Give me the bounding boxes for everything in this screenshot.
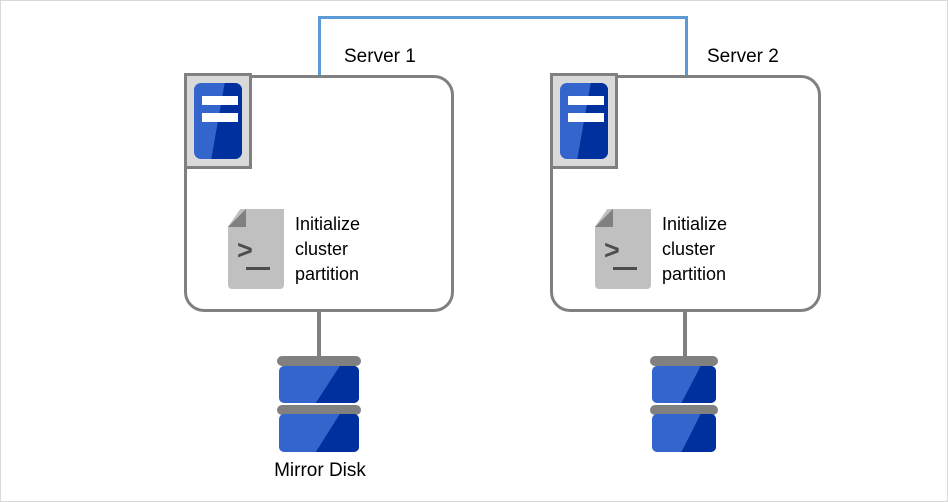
prompt-chevron-icon: > <box>604 235 620 265</box>
server-1-disk-connector <box>317 311 321 359</box>
server-2-label: Server 2 <box>707 46 779 67</box>
mirror-disk-label: Mirror Disk <box>274 460 366 481</box>
command-script-icon: > <box>595 209 651 289</box>
server-icon-slot-1 <box>568 96 604 105</box>
server-machine-icon <box>184 73 252 169</box>
prompt-cursor-icon <box>613 267 637 270</box>
disk-cap-middle <box>277 405 361 415</box>
prompt-chevron-icon: > <box>237 235 253 265</box>
prompt-cursor-icon <box>246 267 270 270</box>
disk-cap-top <box>277 356 361 366</box>
disk-platter-2 <box>279 414 359 452</box>
command-script-icon: > <box>228 209 284 289</box>
disk-platter-1 <box>652 366 716 403</box>
server-1-action-label: Initialize cluster partition <box>295 213 361 284</box>
server-icon-body <box>194 83 242 159</box>
server-machine-icon <box>550 73 618 169</box>
server-icon-slot-1 <box>202 96 238 105</box>
interconnect-vertical-line-left <box>318 16 321 76</box>
disk-cap-middle <box>650 405 718 415</box>
disk-platter-1-shade <box>315 366 359 403</box>
disk-platter-2-shade <box>315 414 359 452</box>
server-icon-slot-2 <box>568 113 604 122</box>
script-corner-fold <box>228 209 246 227</box>
server-1-label: Server 1 <box>344 46 416 67</box>
server-icon-slot-2 <box>202 113 238 122</box>
interconnect-horizontal-line <box>318 16 688 19</box>
disk-cap-top <box>650 356 718 366</box>
disk-platter-2-shade <box>681 414 716 452</box>
mirror-disk-icon <box>650 356 718 452</box>
interconnect-vertical-line-right <box>685 16 688 76</box>
server-2-action: > Initialize cluster partition <box>595 209 727 289</box>
server-icon-body <box>560 83 608 159</box>
server-1-action: > Initialize cluster partition <box>228 209 360 289</box>
disk-platter-2 <box>652 414 716 452</box>
mirror-disk-icon <box>277 356 361 452</box>
server-2-disk-connector <box>683 311 687 359</box>
disk-platter-1 <box>279 366 359 403</box>
disk-platter-1-shade <box>681 366 716 403</box>
server-2-action-label: Initialize cluster partition <box>662 213 728 284</box>
